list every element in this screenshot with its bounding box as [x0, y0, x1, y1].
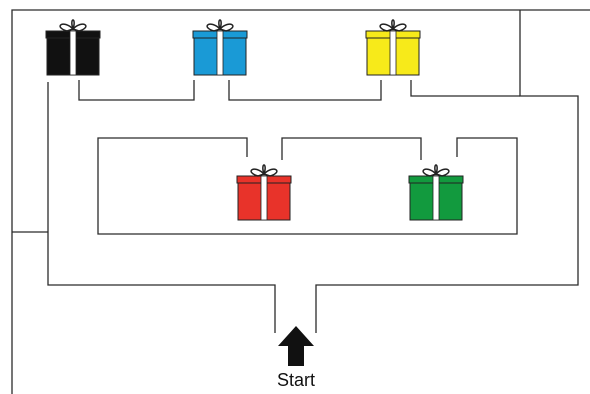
maze-right-wall [315, 10, 579, 333]
maze-wall-black-blue [78, 80, 195, 101]
green-gift-icon [408, 164, 464, 221]
maze-wall-red-green [281, 137, 422, 160]
maze-inner-box [97, 137, 518, 235]
start-label: Start [276, 370, 315, 390]
maze-wall-blue-yellow [228, 80, 382, 101]
black-gift-icon [45, 19, 101, 76]
maze-outer-wall [11, 9, 590, 394]
maze-left-corridor [47, 82, 276, 333]
blue-gift-icon [192, 19, 248, 76]
maze-wall-yellow-right [410, 80, 520, 97]
yellow-gift-icon [365, 19, 421, 76]
maze-walls [11, 9, 590, 394]
red-gift-icon [236, 164, 292, 221]
start-arrow-icon [278, 326, 314, 366]
